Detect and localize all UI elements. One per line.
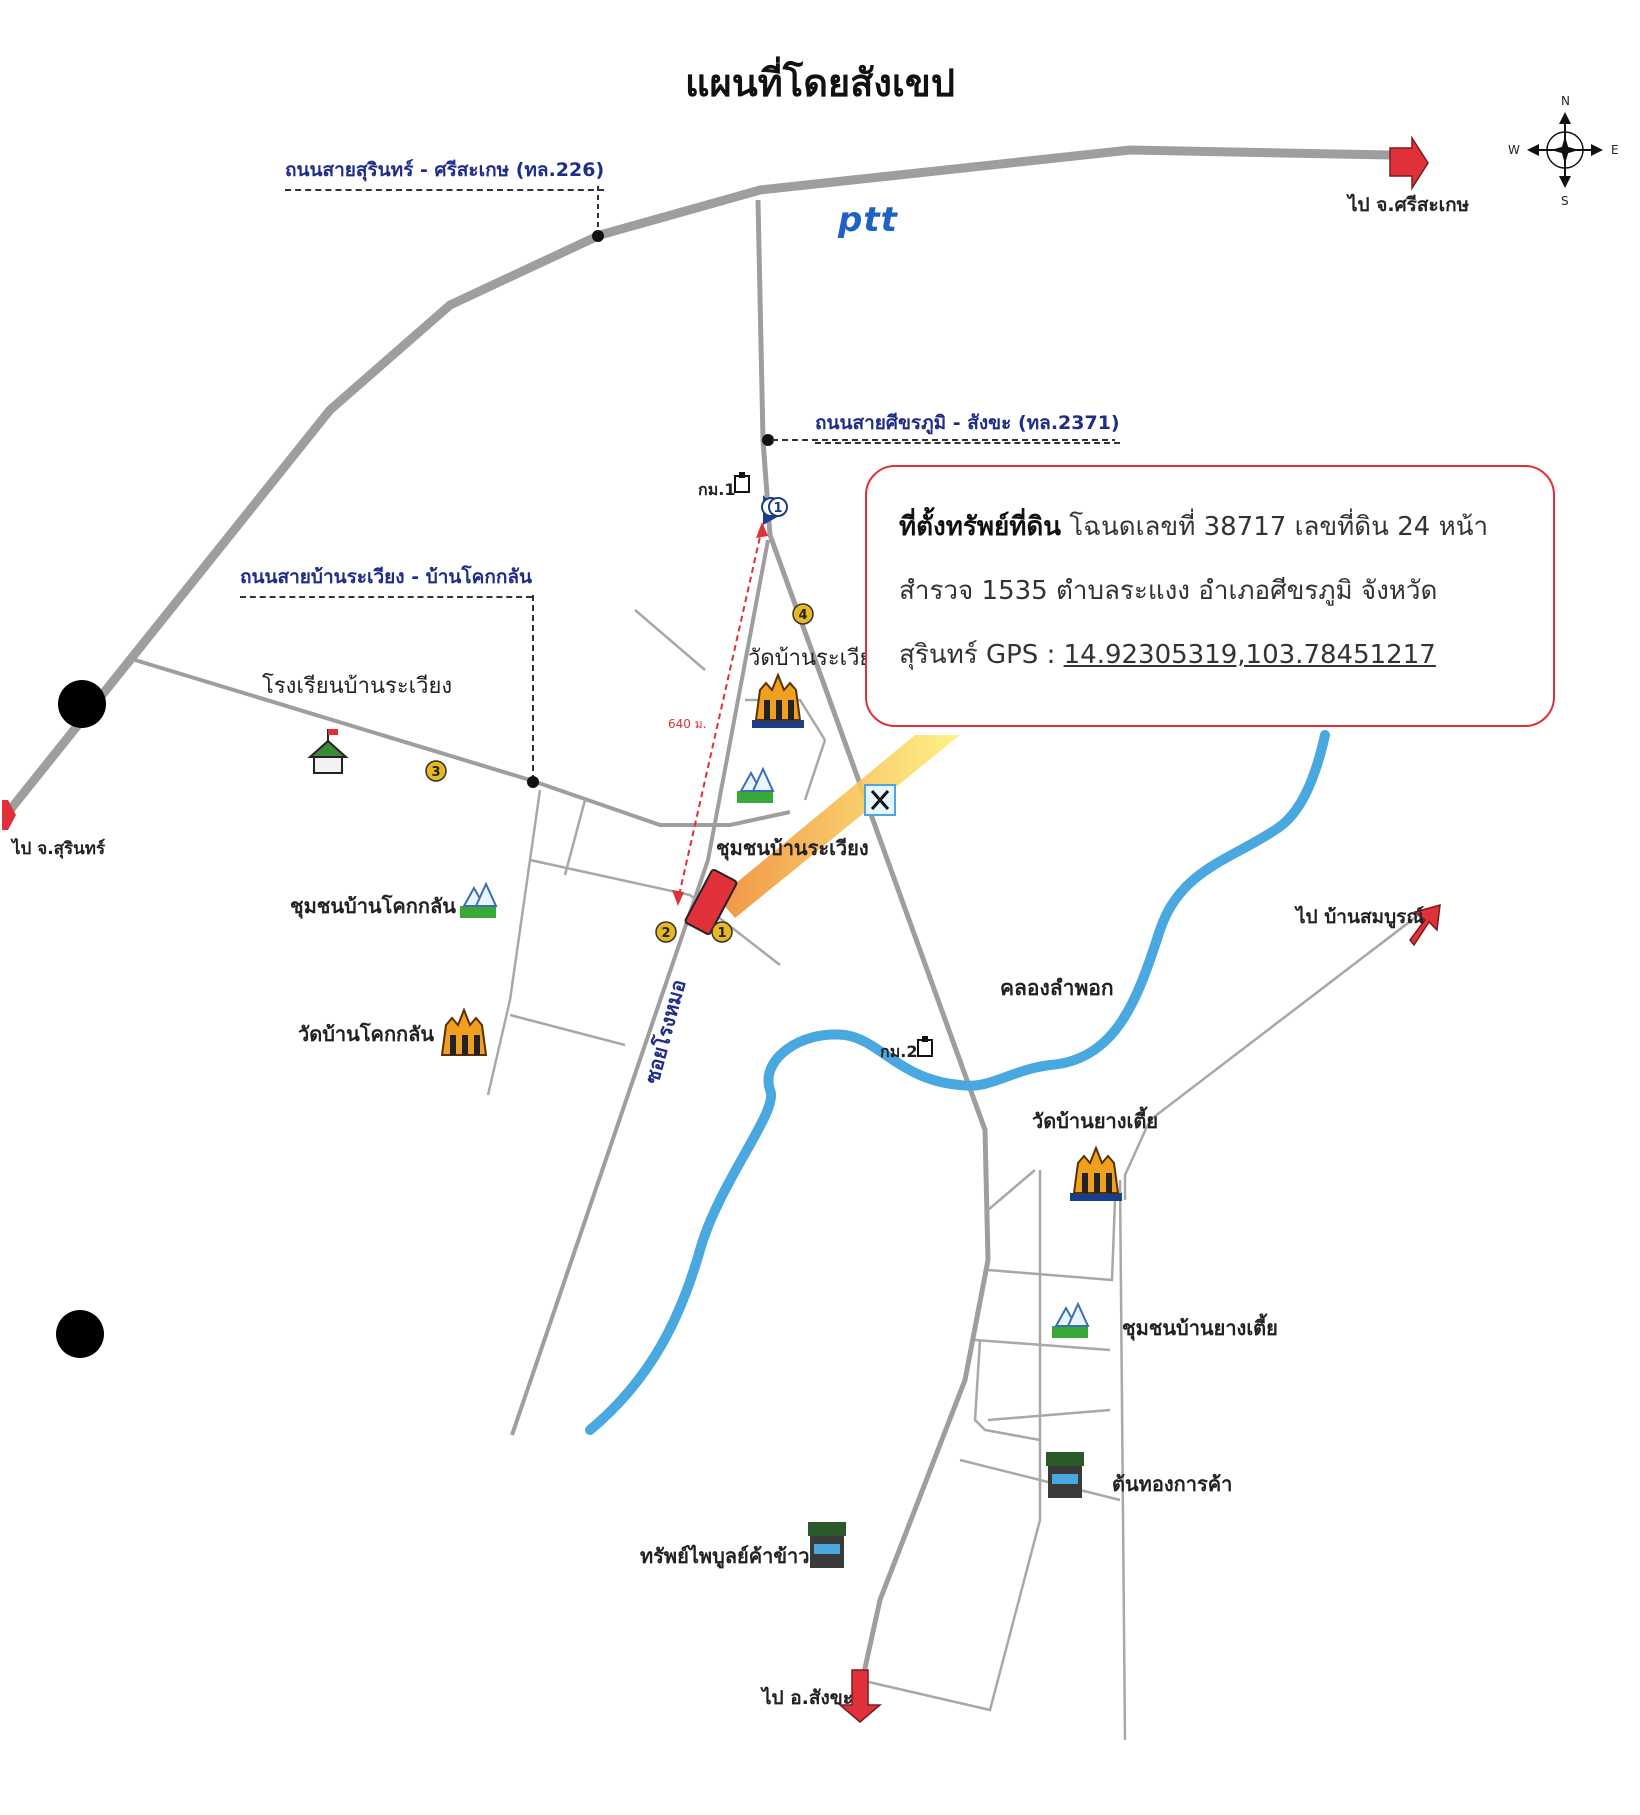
marker-4: 4 bbox=[798, 608, 807, 623]
km2-label: กม.2 bbox=[880, 1042, 918, 1061]
dest-sisaket: ไป จ.ศรีสะเกษ bbox=[1348, 194, 1470, 216]
km1-post-icon bbox=[734, 472, 750, 493]
distance-indicator bbox=[672, 522, 768, 906]
binder-hole-top bbox=[58, 680, 106, 728]
property-info-box: ที่ตั้งทรัพย์ที่ดิน โฉนดเลขที่ 38717 เลข… bbox=[865, 465, 1555, 727]
road-label-connectors bbox=[527, 186, 1115, 788]
distance-label: 640 ม. bbox=[668, 717, 706, 731]
km2-post-icon bbox=[917, 1036, 933, 1057]
road-2371 bbox=[755, 199, 991, 1701]
marker-1-top: 1 bbox=[773, 501, 782, 516]
road-soi bbox=[510, 539, 770, 1436]
road-label-226: ถนนสายสุรินทร์ - ศรีสะเกษ (ทล.226) bbox=[285, 155, 605, 191]
info-line-3: สุรินทร์ GPS : 14.92305319,103.78451217 bbox=[899, 623, 1527, 687]
property-marker bbox=[684, 868, 738, 936]
community-rawiang-label: ชุมชนบ้านระเวียง bbox=[716, 836, 869, 860]
arrow-surin-icon bbox=[2, 800, 16, 830]
road-label-rawiang-khoklan: ถนนสายบ้านระเวียง - บ้านโคกกลัน bbox=[240, 562, 532, 598]
sappaiboon-label: ทรัพย์ไพบูลย์ค้าข้าว bbox=[640, 1544, 810, 1568]
info-line-2: สำรวจ 1535 ตำบลระแงง อำเภอศีขรภูมิ จังหว… bbox=[899, 576, 1438, 606]
road-label-2371: ถนนสายศีขรภูมิ - สังขะ (ทล.2371) bbox=[815, 408, 1120, 444]
temple-yangtia-icon bbox=[1070, 1145, 1122, 1201]
road-rawiang-khoklan bbox=[134, 658, 791, 827]
temple-rawiang-icon bbox=[752, 672, 804, 728]
numbered-markers: 1 2 3 4 1 bbox=[425, 497, 814, 943]
gps-coordinates[interactable]: 14.92305319,103.78451217 bbox=[1063, 640, 1436, 670]
info-gps-prefix: สุรินทร์ GPS : bbox=[899, 640, 1064, 670]
dest-sangkha: ไป อ.สังขะ bbox=[762, 1687, 853, 1709]
km1-label: กม.1 bbox=[698, 480, 736, 499]
community-khoklan-label: ชุมชนบ้านโคกกลัน bbox=[290, 894, 456, 918]
school-icon bbox=[307, 729, 349, 774]
arrow-somboon-icon bbox=[1409, 903, 1441, 947]
binder-hole-bottom bbox=[56, 1310, 104, 1358]
info-heading: ที่ตั้งทรัพย์ที่ดิน bbox=[899, 512, 1061, 542]
wat-khoklan-label: วัดบ้านโคกกลัน bbox=[298, 1022, 435, 1046]
arrow-sisaket-icon bbox=[1389, 135, 1429, 191]
marker-3: 3 bbox=[431, 765, 440, 780]
info-deed: โฉนดเลขที่ 38717 เลขที่ดิน 24 หน้า bbox=[1069, 512, 1489, 542]
shop-sappaiboon-icon bbox=[808, 1522, 846, 1568]
info-line-1: ที่ตั้งทรัพย์ที่ดิน โฉนดเลขที่ 38717 เลข… bbox=[899, 495, 1527, 559]
location-beam bbox=[718, 735, 960, 918]
ptt-logo: ptt bbox=[838, 200, 898, 240]
compass-rose-icon bbox=[1527, 112, 1603, 188]
tonthong-label: ต้นทองการค้า bbox=[1112, 1472, 1233, 1496]
marker-1-bottom: 1 bbox=[717, 926, 726, 941]
compass-w: W bbox=[1508, 143, 1520, 157]
wat-yangtia-label: วัดบ้านยางเตี้ย bbox=[1032, 1109, 1159, 1133]
soi-road-label: ซอยโรงหมอ bbox=[640, 977, 691, 1087]
canal-label: คลองลำพอก bbox=[1000, 976, 1114, 1000]
restaurant-icon bbox=[864, 784, 896, 816]
dest-somboon: ไป บ้านสมบูรณ์ bbox=[1296, 906, 1424, 928]
compass-e: E bbox=[1611, 143, 1619, 157]
community-yangtia-label: ชุมชนบ้านยางเตี้ย bbox=[1122, 1316, 1278, 1340]
page-title: แผนที่โดยสังเขป bbox=[685, 61, 955, 105]
community-rawiang-icon bbox=[737, 766, 775, 803]
temple-khoklan-icon bbox=[440, 1007, 488, 1056]
compass-s: S bbox=[1561, 194, 1569, 208]
local-streets bbox=[486, 609, 1426, 1741]
marker-2: 2 bbox=[661, 926, 670, 941]
arrow-sangkha-icon bbox=[837, 1669, 883, 1723]
dest-surin: ไป จ.สุรินทร์ bbox=[12, 839, 106, 859]
shop-tonthong-icon bbox=[1046, 1452, 1084, 1498]
school-rawiang-label: โรงเรียนบ้านระเวียง bbox=[262, 674, 453, 699]
wat-rawiang-label: วัดบ้านระเวียง bbox=[748, 646, 884, 671]
community-khoklan-icon bbox=[460, 881, 498, 918]
khlong-lam-phok-river bbox=[585, 730, 1330, 1435]
compass-n: N bbox=[1561, 94, 1570, 108]
community-yangtia-icon bbox=[1052, 1301, 1090, 1338]
